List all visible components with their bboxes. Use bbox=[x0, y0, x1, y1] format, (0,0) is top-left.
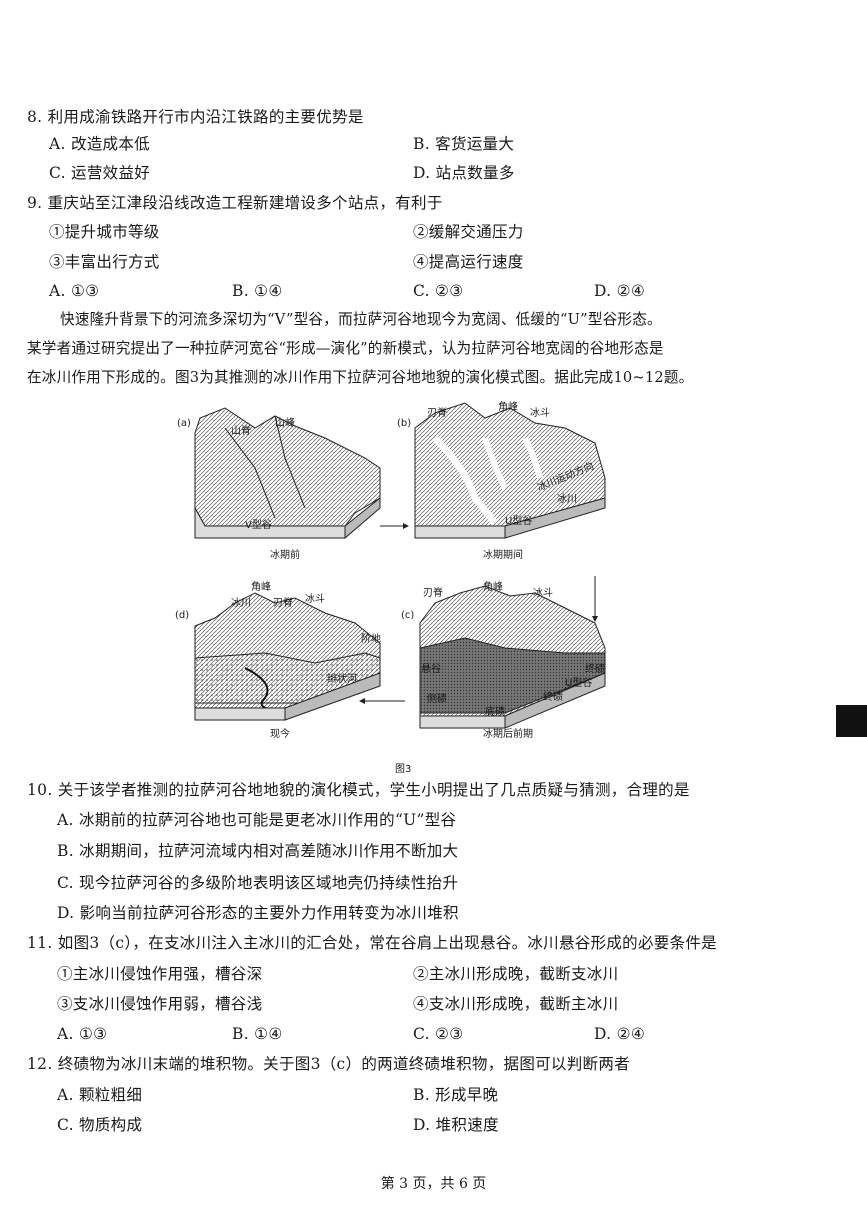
panel-c-label-horn: 角峰 bbox=[483, 582, 503, 593]
q11-statement-1: ①主冰川侵蚀作用强，槽谷深 bbox=[57, 965, 263, 983]
panel-a-label-v-valley: V型谷 bbox=[245, 520, 272, 531]
q10-option-d[interactable]: D. 影响当前拉萨河谷形态的主要外力作用转变为冰川堆积 bbox=[57, 904, 459, 922]
q9-option-d[interactable]: D. ②④ bbox=[594, 282, 646, 300]
passage-line-3: 在冰川作用下形成的。图3为其推测的冰川作用下拉萨河谷地地貌的演化模式图。据此完成… bbox=[27, 369, 694, 386]
panel-c-stage: 冰期后前期 bbox=[483, 729, 533, 740]
panel-d-stage: 现今 bbox=[270, 729, 290, 740]
panel-c-tag: (c) bbox=[401, 610, 415, 621]
panel-c-label-ground-moraine: 底碛 bbox=[485, 707, 505, 718]
q11-stem: 11. 如图3（c），在支冰川注入主冰川的汇合处，常在谷肩上出现悬谷。冰川悬谷形… bbox=[27, 934, 717, 952]
q8-option-b[interactable]: B. 客货运量大 bbox=[413, 135, 515, 153]
passage-line-2: 某学者通过研究提出了一种拉萨河宽谷“形成—演化”的新模式，认为拉萨河谷地宽阔的谷… bbox=[27, 340, 664, 357]
q9-option-a[interactable]: A. ①③ bbox=[49, 282, 100, 300]
panel-c-label-arete: 刃脊 bbox=[423, 588, 443, 599]
arrow-c-to-d-head bbox=[359, 698, 365, 704]
q12-option-b[interactable]: B. 形成早晚 bbox=[413, 1086, 499, 1104]
panel-c-label-lateral-moraine: 侧碛 bbox=[427, 694, 447, 705]
q11-statement-3: ③支冰川侵蚀作用弱，槽谷浅 bbox=[57, 995, 263, 1013]
q9-option-c[interactable]: C. ②③ bbox=[413, 282, 464, 300]
figure-3-drawing bbox=[194, 402, 606, 729]
panel-d-block bbox=[194, 592, 381, 721]
q12-option-d[interactable]: D. 堆积速度 bbox=[413, 1116, 499, 1134]
q10-stem: 10. 关于该学者推测的拉萨河谷地地貌的演化模式，学生小明提出了几点质疑与猜测，… bbox=[27, 781, 690, 799]
q12-option-c[interactable]: C. 物质构成 bbox=[57, 1116, 143, 1134]
panel-a-block bbox=[194, 407, 381, 540]
q11-option-b[interactable]: B. ①④ bbox=[232, 1025, 283, 1043]
panel-d-label-cirque: 冰斗 bbox=[305, 594, 325, 605]
panel-d-label-arete: 刃脊 bbox=[273, 598, 293, 609]
q10-option-b[interactable]: B. 冰期期间，拉萨河流域内相对高差随冰川作用不断加大 bbox=[57, 842, 459, 860]
panel-a-tag: (a) bbox=[177, 418, 191, 429]
panel-c-label-end-moraine-1: 终碛 bbox=[585, 664, 605, 675]
panel-b-stage: 冰期期间 bbox=[483, 550, 523, 561]
panel-b-label-horn: 角峰 bbox=[498, 402, 518, 413]
q8-option-c[interactable]: C. 运营效益好 bbox=[49, 164, 151, 182]
q9-statement-3: ③丰富出行方式 bbox=[49, 253, 160, 271]
panel-b-block bbox=[414, 402, 606, 539]
panel-c-label-end-moraine-2: 终碛 bbox=[543, 692, 563, 703]
q9-stem: 9. 重庆站至江津段沿线改造工程新建增设多个站点，有利于 bbox=[27, 194, 443, 212]
q8-option-a[interactable]: A. 改造成本低 bbox=[49, 135, 150, 153]
arrow-a-to-b-head bbox=[403, 523, 409, 529]
q8-stem: 8. 利用成渝铁路开行市内沿江铁路的主要优势是 bbox=[27, 108, 364, 126]
panel-d-label-braided-river: 辫状河 bbox=[327, 674, 357, 685]
panel-b-label-glacier: 冰川 bbox=[557, 494, 577, 505]
panel-d-label-glacier: 冰川 bbox=[231, 598, 251, 609]
panel-b-label-cirque: 冰斗 bbox=[530, 408, 550, 419]
q12-stem: 12. 终碛物为冰川末端的堆积物。关于图3（c）的两道终碛堆积物，据图可以判断两… bbox=[27, 1055, 630, 1073]
q11-statement-2: ②主冰川形成晚，截断支冰川 bbox=[413, 965, 619, 983]
panel-a-label-ridge: 山脊 bbox=[231, 426, 251, 437]
figure-caption: 图3 bbox=[395, 764, 412, 775]
panel-d-label-terrace: 阶地 bbox=[361, 634, 381, 645]
panel-b-tag: (b) bbox=[397, 418, 412, 429]
q11-option-d[interactable]: D. ②④ bbox=[594, 1025, 646, 1043]
panel-c-label-hanging-valley: 悬谷 bbox=[421, 664, 441, 675]
q9-statement-2: ②缓解交通压力 bbox=[413, 223, 524, 241]
panel-a-stage: 冰期前 bbox=[270, 550, 300, 561]
edge-tab-marker bbox=[836, 705, 867, 737]
panel-d-label-horn: 角峰 bbox=[251, 582, 271, 593]
panel-d-tag: (d) bbox=[175, 610, 190, 621]
q9-statement-4: ④提高运行速度 bbox=[413, 253, 524, 271]
page-footer: 第 3 页，共 6 页 bbox=[380, 1176, 487, 1192]
panel-b-label-u-valley: U型谷 bbox=[505, 516, 533, 527]
q12-option-a[interactable]: A. 颗粒粗细 bbox=[57, 1086, 143, 1104]
figure-3: (a) 山脊 山峰 V型谷 冰期前 (b) 刃脊 角峰 冰斗 冰川运动方向 冰川… bbox=[165, 398, 615, 740]
q9-option-b[interactable]: B. ①④ bbox=[232, 282, 283, 300]
panel-a-label-peak: 山峰 bbox=[275, 418, 295, 429]
q11-option-a[interactable]: A. ①③ bbox=[57, 1025, 108, 1043]
q9-statement-1: ①提升城市等级 bbox=[49, 223, 160, 241]
q8-option-d[interactable]: D. 站点数量多 bbox=[413, 164, 515, 182]
q11-option-c[interactable]: C. ②③ bbox=[413, 1025, 464, 1043]
panel-c-label-cirque: 冰斗 bbox=[533, 588, 553, 599]
q11-statement-4: ④支冰川形成晚，截断主冰川 bbox=[413, 995, 619, 1013]
passage-line-1: 快速隆升背景下的河流多深切为“V”型谷，而拉萨河谷地现今为宽阔、低缓的“U”型谷… bbox=[60, 311, 662, 328]
q10-option-c[interactable]: C. 现今拉萨河谷的多级阶地表明该区域地壳仍持续性抬升 bbox=[57, 874, 459, 892]
q10-option-a[interactable]: A. 冰期前的拉萨河谷地也可能是更老冰川作用的“U”型谷 bbox=[57, 811, 457, 829]
panel-b-label-arete: 刃脊 bbox=[427, 408, 447, 419]
panel-c-label-u-valley: U型谷 bbox=[565, 678, 593, 689]
arrow-b-to-c-head bbox=[592, 616, 598, 622]
panel-c-block bbox=[419, 585, 606, 729]
